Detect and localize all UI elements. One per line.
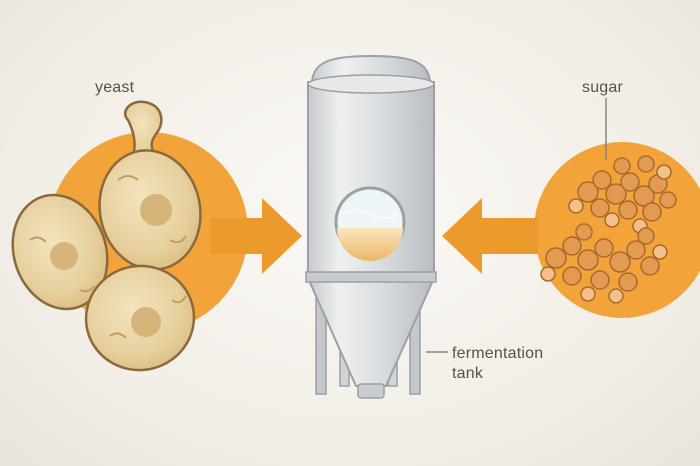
tank-label-line2: tank	[452, 365, 484, 382]
right-arrow-icon	[210, 198, 302, 274]
yeast-label: yeast	[95, 79, 135, 96]
left-arrow-icon	[442, 198, 538, 274]
fermentation-tank-label: fermentation tank	[452, 344, 582, 384]
sugar-molecules-icon	[540, 155, 677, 304]
tank-label-line1: fermentation	[452, 345, 544, 362]
fermentation-tank-icon	[305, 54, 437, 399]
yeast-cells-icon	[11, 100, 202, 372]
sugar-label: sugar	[582, 79, 624, 96]
